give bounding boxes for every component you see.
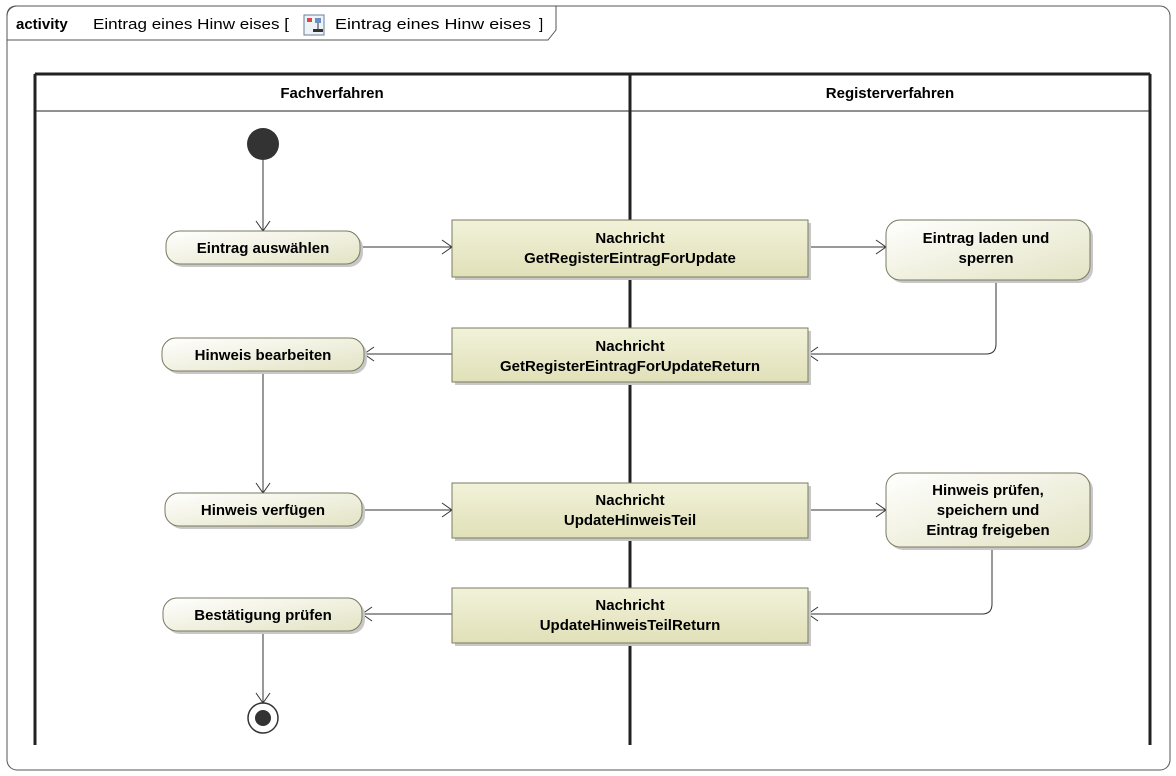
message-get-register-eintrag-for-update[interactable]: Nachricht GetRegisterEintragForUpdate: [451, 219, 811, 280]
activity-diagram-icon[interactable]: [303, 14, 325, 36]
message-label-line-1: Nachricht: [595, 597, 664, 614]
action-hinweis-verfuegen[interactable]: Hinweis verfügen: [164, 492, 365, 529]
action-label-line-1: Hinweis prüfen,: [932, 482, 1044, 499]
control-flows: [255, 160, 997, 704]
initial-node[interactable]: [247, 128, 279, 160]
message-label-line-2: GetRegisterEintragForUpdateReturn: [500, 358, 760, 375]
action-label-line-3: Eintrag freigeben: [926, 522, 1049, 539]
action-label-line-1: Eintrag laden und: [923, 230, 1050, 247]
lane-label-registerverfahren: Registerverfahren: [826, 85, 954, 102]
message-label-line-2: UpdateHinweisTeil: [564, 512, 696, 529]
action-label: Bestätigung prüfen: [194, 607, 332, 624]
action-bestaetigung-pruefen[interactable]: Bestätigung prüfen: [162, 597, 365, 634]
frame-title: Eintrag eines Hinw eises [: [93, 16, 290, 33]
action-label: Hinweis bearbeiten: [195, 347, 332, 364]
action-label: Hinweis verfügen: [201, 502, 325, 519]
frame-header: activity Eintrag eines Hinw eises [ Eint…: [16, 14, 543, 36]
message-label-line-2: GetRegisterEintragForUpdate: [524, 250, 736, 267]
action-eintrag-laden-und-sperren[interactable]: Eintrag laden und sperren: [885, 219, 1093, 283]
action-hinweis-pruefen[interactable]: Hinweis prüfen, speichern und Eintrag fr…: [885, 472, 1093, 550]
message-label-line-2: UpdateHinweisTeilReturn: [540, 617, 721, 634]
message-label-line-1: Nachricht: [595, 338, 664, 355]
frame-keyword: activity: [16, 16, 68, 33]
message-update-hinweis-teil[interactable]: Nachricht UpdateHinweisTeil: [451, 482, 811, 541]
action-label: Eintrag auswählen: [197, 240, 330, 257]
action-eintrag-auswaehlen[interactable]: Eintrag auswählen: [165, 230, 363, 267]
action-label-line-2: speichern und: [937, 502, 1040, 519]
action-hinweis-bearbeiten[interactable]: Hinweis bearbeiten: [161, 337, 367, 374]
final-node[interactable]: [247, 702, 279, 734]
frame-reference-name: Eintrag eines Hinw eises: [335, 16, 531, 33]
message-get-register-eintrag-for-update-return[interactable]: Nachricht GetRegisterEintragForUpdateRet…: [451, 327, 811, 385]
lane-label-fachverfahren: Fachverfahren: [280, 85, 383, 102]
action-label-line-2: sperren: [958, 250, 1013, 267]
diagram-frame: [6, 5, 1171, 771]
message-update-hinweis-teil-return[interactable]: Nachricht UpdateHinweisTeilReturn: [451, 587, 811, 646]
frame-close-bracket: ]: [539, 16, 543, 33]
message-label-line-1: Nachricht: [595, 492, 664, 509]
message-label-line-1: Nachricht: [595, 230, 664, 247]
